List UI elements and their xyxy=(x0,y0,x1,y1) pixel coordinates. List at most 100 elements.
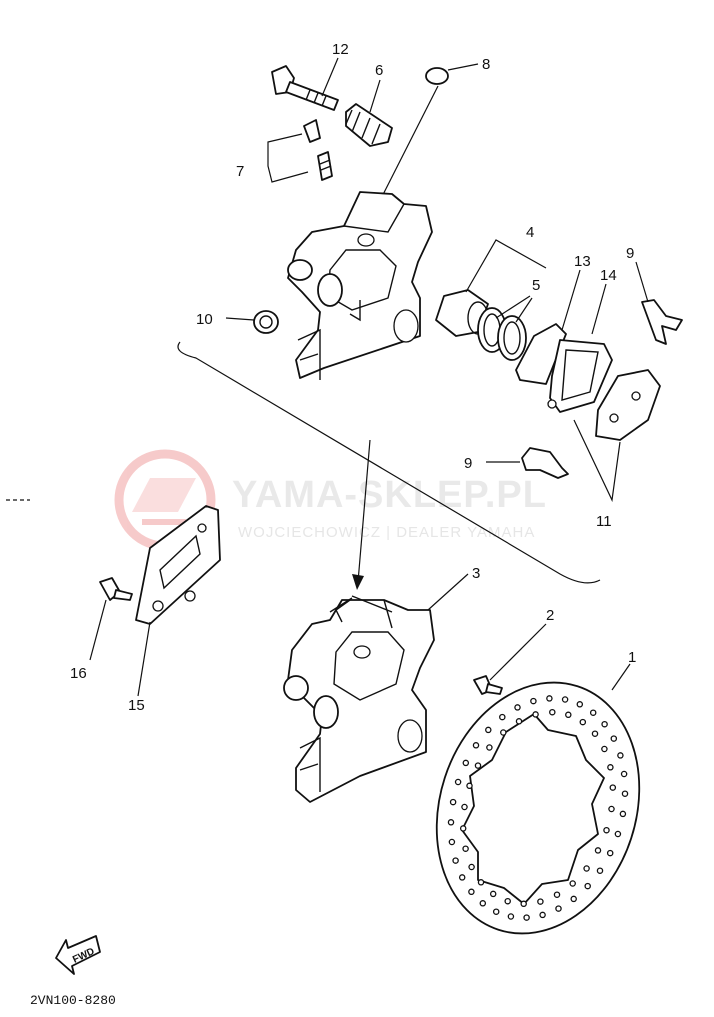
disc-drill-hole xyxy=(549,708,556,716)
disc-drill-hole xyxy=(591,730,599,737)
bolt-12 xyxy=(271,65,339,111)
cap-8 xyxy=(425,67,449,85)
callout-5: 5 xyxy=(532,277,540,294)
caliper-assembly-3 xyxy=(283,595,435,803)
disc-drill-hole xyxy=(514,704,521,711)
callout-11: 11 xyxy=(596,513,612,530)
grommet-10 xyxy=(253,310,279,334)
disc-drill-hole xyxy=(610,735,618,742)
leader-12 xyxy=(321,57,339,97)
bracket-plate-15 xyxy=(135,505,221,625)
pad-spring-9a xyxy=(641,299,683,345)
callout-8: 8 xyxy=(482,56,490,73)
callout-16: 16 xyxy=(70,665,87,682)
disc-drill-hole xyxy=(447,819,455,826)
disc-drill-hole xyxy=(504,897,511,905)
leader-3 xyxy=(427,573,469,611)
callout-4: 4 xyxy=(526,224,534,241)
callout-1: 1 xyxy=(628,649,636,666)
leader-11 xyxy=(573,419,621,503)
disc-drill-hole xyxy=(539,911,546,919)
disc-drill-hole xyxy=(449,798,457,806)
disc-drill-holes xyxy=(447,695,629,921)
disc-drill-hole xyxy=(474,762,482,769)
disc-drill-hole xyxy=(466,782,473,790)
callout-15: 15 xyxy=(128,697,145,714)
leader-5 xyxy=(495,295,533,323)
disc-drill-hole xyxy=(485,726,492,734)
bleed-screw-7 xyxy=(303,119,333,181)
watermark: YAMA-SKLEP.PL WOJCIECHOWICZ | DEALER YAM… xyxy=(114,449,547,551)
disc-drill-hole xyxy=(596,867,604,874)
pad-spring-9b xyxy=(521,447,569,479)
brake-pad-14 xyxy=(547,339,613,413)
disc-drill-hole xyxy=(570,895,577,903)
callout-10: 10 xyxy=(196,311,213,328)
callout-6: 6 xyxy=(375,62,383,79)
disc-drill-hole xyxy=(553,891,561,898)
disc-drill-hole xyxy=(617,752,624,759)
disc-drill-hole xyxy=(609,784,617,791)
disc-drill-hole xyxy=(499,713,506,721)
disc-drill-hole xyxy=(492,908,500,915)
leader-2 xyxy=(489,623,547,681)
disc-drill-hole xyxy=(608,805,615,813)
callout-3: 3 xyxy=(472,565,480,582)
disc-drill-hole xyxy=(589,709,597,716)
callout-13: 13 xyxy=(574,253,591,270)
bolt-2 xyxy=(473,675,503,695)
disc-drill-hole xyxy=(620,770,628,778)
disc-drill-hole xyxy=(515,718,523,725)
disc-drill-hole xyxy=(520,900,527,908)
disc-drill-hole xyxy=(607,764,614,771)
leader-4 xyxy=(465,239,547,293)
disc-drill-hole xyxy=(462,759,470,767)
callout-9a: 9 xyxy=(626,245,634,262)
disc-drill-hole xyxy=(459,825,467,832)
fwd-arrow-icon: FWD xyxy=(55,935,101,975)
callout-9b: 9 xyxy=(464,455,472,472)
disc-drill-hole xyxy=(576,701,584,708)
disc-drill-hole xyxy=(462,845,469,852)
disc-drill-hole xyxy=(583,865,590,872)
leader-10 xyxy=(225,317,255,321)
watermark-subtitle: WOJCIECHOWICZ | DEALER YAMAHA xyxy=(238,524,535,541)
leader-6 xyxy=(369,79,381,113)
disc-drill-hole xyxy=(468,888,475,896)
bolt-16 xyxy=(99,577,133,601)
disc-drill-hole xyxy=(477,879,485,886)
disc-drill-hole xyxy=(584,882,591,890)
disc-drill-hole xyxy=(537,898,544,905)
disc-drill-hole xyxy=(530,697,537,705)
disc-drill-hole xyxy=(448,838,456,846)
disc-drill-hole xyxy=(468,863,475,871)
disc-drill-hole xyxy=(486,744,493,751)
disc-drill-hole xyxy=(555,905,562,912)
pad-shim-13 xyxy=(515,323,567,385)
watermark-title: YAMA-SKLEP.PL xyxy=(232,474,547,516)
disc-drill-hole xyxy=(458,874,466,881)
disc-drill-hole xyxy=(461,803,468,811)
disc-drill-hole xyxy=(619,810,627,818)
callout-7: 7 xyxy=(236,163,244,180)
assembly-bracket-line xyxy=(177,341,601,584)
disc-drill-hole xyxy=(569,880,576,887)
disc-center-cutout xyxy=(461,713,605,905)
disc-drill-hole xyxy=(454,778,462,786)
leader-1 xyxy=(611,663,631,691)
disc-drill-hole xyxy=(523,914,530,921)
disc-drill-hole xyxy=(507,913,515,920)
leader-9a xyxy=(635,261,649,303)
disc-drill-hole xyxy=(621,790,629,797)
brake-disc-1 xyxy=(435,681,641,935)
leader-8 xyxy=(447,63,479,71)
leader-7 xyxy=(267,133,309,183)
callout-14: 14 xyxy=(600,267,617,284)
disc-drill-hole xyxy=(579,718,587,726)
disc-drill-hole xyxy=(472,742,480,749)
leader-15 xyxy=(137,621,151,697)
disc-drill-hole xyxy=(479,900,487,907)
disc-drill-hole xyxy=(601,745,608,753)
disc-drill-hole xyxy=(606,849,614,857)
